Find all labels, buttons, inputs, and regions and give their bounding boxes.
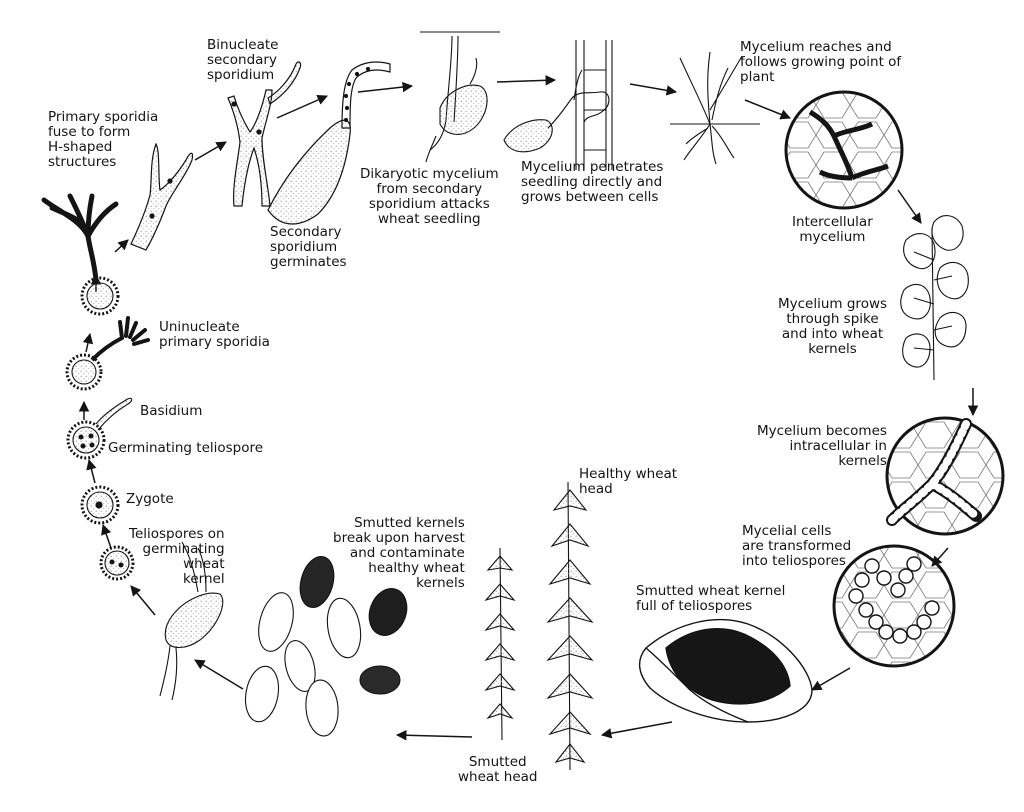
healthy-wheat-head-illustration (546, 481, 594, 771)
seedling-attack-illustration (420, 31, 500, 163)
label-uninucleate-primary-sporidia: Uninucleate primary sporidia (159, 319, 270, 350)
label-intercellular-mycelium: Intercellular mycelium (792, 214, 873, 245)
zygote-illustration (80, 485, 120, 525)
intracellular-mycelium-illustration (885, 416, 1005, 536)
spike-mycelium-illustration (900, 215, 969, 381)
intercellular-mycelium-illustration (784, 90, 904, 210)
germinating-teliospore-illustration (66, 397, 133, 460)
arrow-to-smutted-kernel (811, 667, 851, 691)
smutted-wheat-head-illustration (484, 547, 516, 741)
label-binucleate-secondary-sporidium: Binucleate secondary sporidium (207, 37, 279, 83)
arrow-to-primary-sporidia (82, 332, 94, 353)
wheat-seedling-plant-illustration (670, 51, 760, 165)
arrow-to-teliospore-on-kernel (130, 585, 156, 616)
basidium-with-sporidia-illustration (65, 316, 150, 391)
arrow-to-plant (629, 83, 678, 96)
germinating-wheat-kernel-illustration (159, 541, 224, 701)
teliospore-formation-illustration (832, 544, 956, 668)
label-basidium: Basidium (140, 403, 203, 419)
arrow-fusion-to-h (114, 239, 129, 253)
label-primary-sporidia-fuse: Primary sporidia fuse to form H-shaped s… (48, 109, 159, 170)
arrow-to-penetration (496, 75, 557, 86)
teliospore-on-kernel-illustration (99, 545, 135, 581)
arrow-to-growing-point (744, 99, 791, 120)
label-smutted-wheat-head: Smutted wheat head (458, 754, 538, 785)
smutted-kernel-illustration (639, 618, 813, 723)
binucleate-secondary-sporidium-illustration (227, 61, 302, 207)
label-secondary-sporidium-germinates: Secondary sporidium germinates (270, 224, 347, 270)
arrow-to-zygote (101, 524, 112, 549)
arrow-binucleate-to-germinating (276, 95, 328, 119)
label-mycelium-grows-through-spike: Mycelium grows through spike and into wh… (778, 296, 888, 357)
germinating-secondary-sporidium-illustration (267, 61, 391, 225)
label-mycelium-intracellular: Mycelium becomes intracellular in kernel… (757, 423, 887, 469)
label-smutted-kernel-full: Smutted wheat kernel full of teliospores (636, 583, 786, 614)
arrow-to-smutted-head (600, 721, 673, 739)
label-zygote: Zygote (126, 491, 174, 507)
label-dikaryotic-mycelium-attacks: Dikaryotic mycelium from secondary spori… (360, 166, 499, 227)
label-mycelial-cells-transformed: Mycelial cells are transformed into teli… (742, 523, 852, 569)
label-mycelium-penetrates-seedling: Mycelium penetrates seedling directly an… (521, 159, 664, 205)
arrow-to-seedling-attack (357, 81, 414, 93)
arrow-to-germinating-teliospore (86, 458, 97, 484)
arrow-to-spike (897, 189, 922, 224)
label-mycelium-reaches-growing-point: Mycelium reaches and follows growing poi… (740, 39, 902, 85)
label-smutted-kernels-break: Smutted kernels break upon harvest and c… (333, 515, 465, 591)
arrow-to-broken-kernels (395, 730, 473, 741)
label-germinating-teliospore: Germinating teliospore (108, 440, 264, 456)
label-healthy-wheat-head: Healthy wheat head (579, 466, 678, 497)
cycle-arrows (78, 75, 979, 741)
arrow-to-germinating-kernel (194, 659, 244, 690)
arrow-h-to-binucleate (194, 141, 227, 161)
broken-kernels-illustration (244, 555, 408, 737)
primary-sporidia-fusion-illustration (41, 193, 120, 316)
h-shaped-sporidium-illustration (130, 142, 194, 251)
label-teliospores-on-kernel: Teliospores on germinating wheat kernel (129, 526, 225, 587)
seedling-penetration-illustration (503, 40, 613, 170)
